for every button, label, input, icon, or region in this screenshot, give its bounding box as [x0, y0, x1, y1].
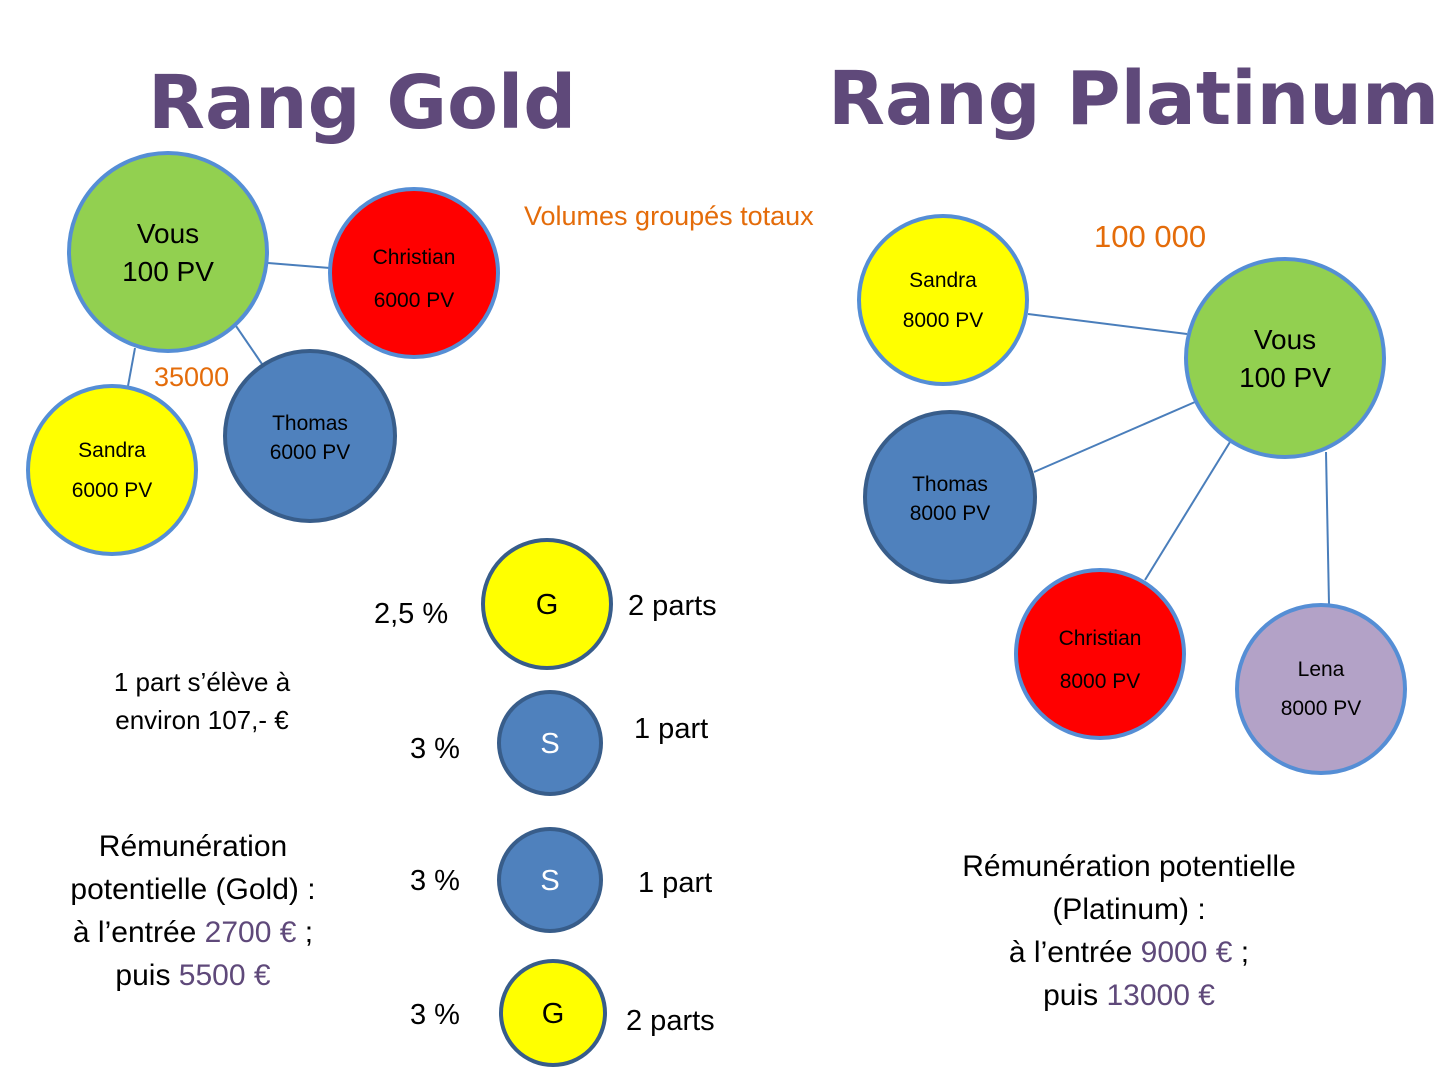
- node-pv: 100 PV: [122, 256, 214, 287]
- gold-remuneration: Rémunération potentielle (Gold) : à l’en…: [70, 830, 315, 992]
- node-name: Christian: [373, 246, 456, 269]
- svg-text:Rémunération potentielle: Rémunération potentielle: [962, 850, 1296, 883]
- node-pv: 8000 PV: [1060, 670, 1141, 693]
- node-name: Sandra: [78, 439, 146, 462]
- node-name: Lena: [1298, 658, 1345, 681]
- plat-entry-amount: 9000 €: [1141, 936, 1233, 969]
- node-pv: 6000 PV: [270, 441, 351, 464]
- plat-node-sandra: Sandra 8000 PV: [857, 214, 1029, 386]
- gold-entry-amount: 2700 €: [205, 916, 297, 949]
- level-letter: G: [542, 998, 565, 1030]
- node-name: Thomas: [912, 473, 988, 496]
- platinum-remuneration: Rémunération potentielle (Platinum) : à …: [962, 850, 1296, 1012]
- node-pv: 8000 PV: [910, 502, 991, 525]
- platinum-group-volume: 100 000: [1094, 219, 1206, 254]
- level-percent: 3 %: [410, 999, 460, 1031]
- plat-node-christian: Christian 8000 PV: [1014, 568, 1186, 740]
- gold-node-sandra: Sandra 6000 PV: [26, 384, 198, 556]
- plat-node-vous: Vous 100 PV: [1184, 257, 1386, 459]
- volume-label: Volumes groupés totaux: [524, 201, 814, 231]
- gold-group-volume: 35000: [154, 362, 229, 392]
- node-name: Christian: [1059, 627, 1142, 650]
- gold-title: Rang Gold: [148, 60, 576, 146]
- gold-node-vous: Vous 100 PV: [67, 151, 269, 353]
- node-pv: 8000 PV: [1281, 697, 1362, 720]
- svg-text:puis 13000 €: puis 13000 €: [1043, 979, 1215, 1012]
- level-parts: 1 part: [634, 713, 708, 745]
- level-parts: 1 part: [638, 867, 712, 899]
- plat-then-amount: 13000 €: [1106, 979, 1215, 1012]
- plat-link-lena: [1325, 451, 1330, 605]
- svg-text:(Platinum) :: (Platinum) :: [1052, 893, 1205, 926]
- level-3: 3 % S 1 part: [410, 827, 712, 933]
- plat-link-christian: [1144, 441, 1231, 581]
- gold-link-christian: [267, 262, 331, 269]
- svg-text:Rémunération: Rémunération: [99, 830, 287, 863]
- node-pv: 6000 PV: [72, 479, 153, 502]
- level-2: 3 % S 1 part: [410, 690, 708, 796]
- plat-node-lena: Lena 8000 PV: [1235, 603, 1407, 775]
- node-name: Vous: [137, 218, 199, 249]
- plat-link-sandra: [1027, 313, 1188, 335]
- svg-text:puis 5500 €: puis 5500 €: [115, 959, 270, 992]
- level-1: 2,5 % G 2 parts: [374, 538, 717, 670]
- part-value-line2: environ 107,- €: [115, 705, 289, 735]
- node-pv: 100 PV: [1239, 362, 1331, 393]
- svg-text:à l’entrée 2700 € ;: à l’entrée 2700 € ;: [73, 916, 313, 949]
- gold-node-thomas: Thomas 6000 PV: [223, 349, 397, 523]
- level-percent: 3 %: [410, 865, 460, 897]
- plat-node-thomas: Thomas 8000 PV: [863, 410, 1037, 584]
- level-parts: 2 parts: [626, 1005, 715, 1037]
- platinum-title: Rang Platinum: [828, 56, 1439, 142]
- node-pv: 6000 PV: [374, 289, 455, 312]
- node-name: Thomas: [272, 412, 348, 435]
- svg-text:potentielle (Gold) :: potentielle (Gold) :: [70, 873, 315, 906]
- node-pv: 8000 PV: [903, 309, 984, 332]
- level-letter: S: [540, 728, 559, 760]
- part-value-line1: 1 part s’élève à: [114, 667, 291, 697]
- gold-then-amount: 5500 €: [179, 959, 271, 992]
- gold-link-sandra: [127, 347, 136, 387]
- level-percent: 2,5 %: [374, 598, 448, 630]
- node-name: Vous: [1254, 324, 1316, 355]
- level-percent: 3 %: [410, 733, 460, 765]
- plat-link-thomas: [1033, 401, 1196, 473]
- gold-link-thomas: [235, 325, 263, 365]
- level-4: 3 % G 2 parts: [410, 959, 715, 1067]
- level-letter: S: [540, 865, 559, 897]
- node-name: Sandra: [909, 269, 977, 292]
- level-letter: G: [536, 589, 559, 621]
- level-parts: 2 parts: [628, 590, 717, 622]
- gold-node-christian: Christian 6000 PV: [328, 187, 500, 359]
- svg-text:à l’entrée 9000 € ;: à l’entrée 9000 € ;: [1009, 936, 1249, 969]
